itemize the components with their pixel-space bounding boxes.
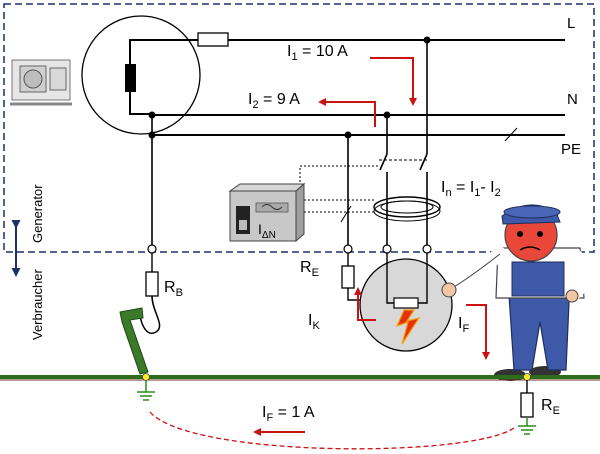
- toroid-transformer: [373, 196, 441, 218]
- label-verbraucher: Verbraucher: [30, 269, 45, 340]
- generator-winding-circle: [81, 15, 201, 135]
- winding-coil: [125, 64, 136, 92]
- person-figure: [441, 204, 590, 381]
- label-n: N: [567, 91, 578, 108]
- re-device-resistor: [341, 265, 355, 289]
- i2-arrow: [318, 98, 376, 127]
- earth-spike: [119, 307, 149, 375]
- ground-surface: [0, 375, 600, 379]
- rcd-device: [228, 182, 306, 243]
- label-l: L: [567, 15, 575, 32]
- rb-resistor: [145, 271, 159, 297]
- if-arrow: [466, 304, 490, 360]
- ground-symbol-right: [518, 417, 536, 435]
- label-re-device: RE: [300, 259, 319, 279]
- label-i1: I1 = 10 A: [287, 43, 348, 63]
- label-if-ground: IF = 1 A: [262, 404, 315, 424]
- label-re-person: RE: [541, 397, 560, 417]
- label-pe: PE: [561, 141, 581, 158]
- fault-lightning-icon: [395, 309, 421, 345]
- ground-symbol-left: [137, 380, 155, 401]
- label-rcd: IΔN: [258, 221, 276, 241]
- label-generator: Generator: [30, 184, 45, 243]
- appliance-load: [393, 297, 419, 309]
- label-in: In = I1- I2: [441, 179, 501, 199]
- fuse: [197, 32, 229, 47]
- generator-picture: [10, 59, 72, 106]
- label-ik: IK: [308, 312, 320, 332]
- generator-boundary: [3, 3, 595, 253]
- label-i2: I2 = 9 A: [248, 91, 300, 111]
- label-if: IF: [458, 315, 469, 335]
- ground-return-path: [149, 411, 515, 450]
- i1-arrow: [370, 57, 417, 106]
- label-rb: RB: [164, 279, 183, 299]
- ik-arrow: [354, 287, 376, 321]
- pe-tick: [504, 127, 518, 142]
- re-person-resistor: [520, 392, 534, 418]
